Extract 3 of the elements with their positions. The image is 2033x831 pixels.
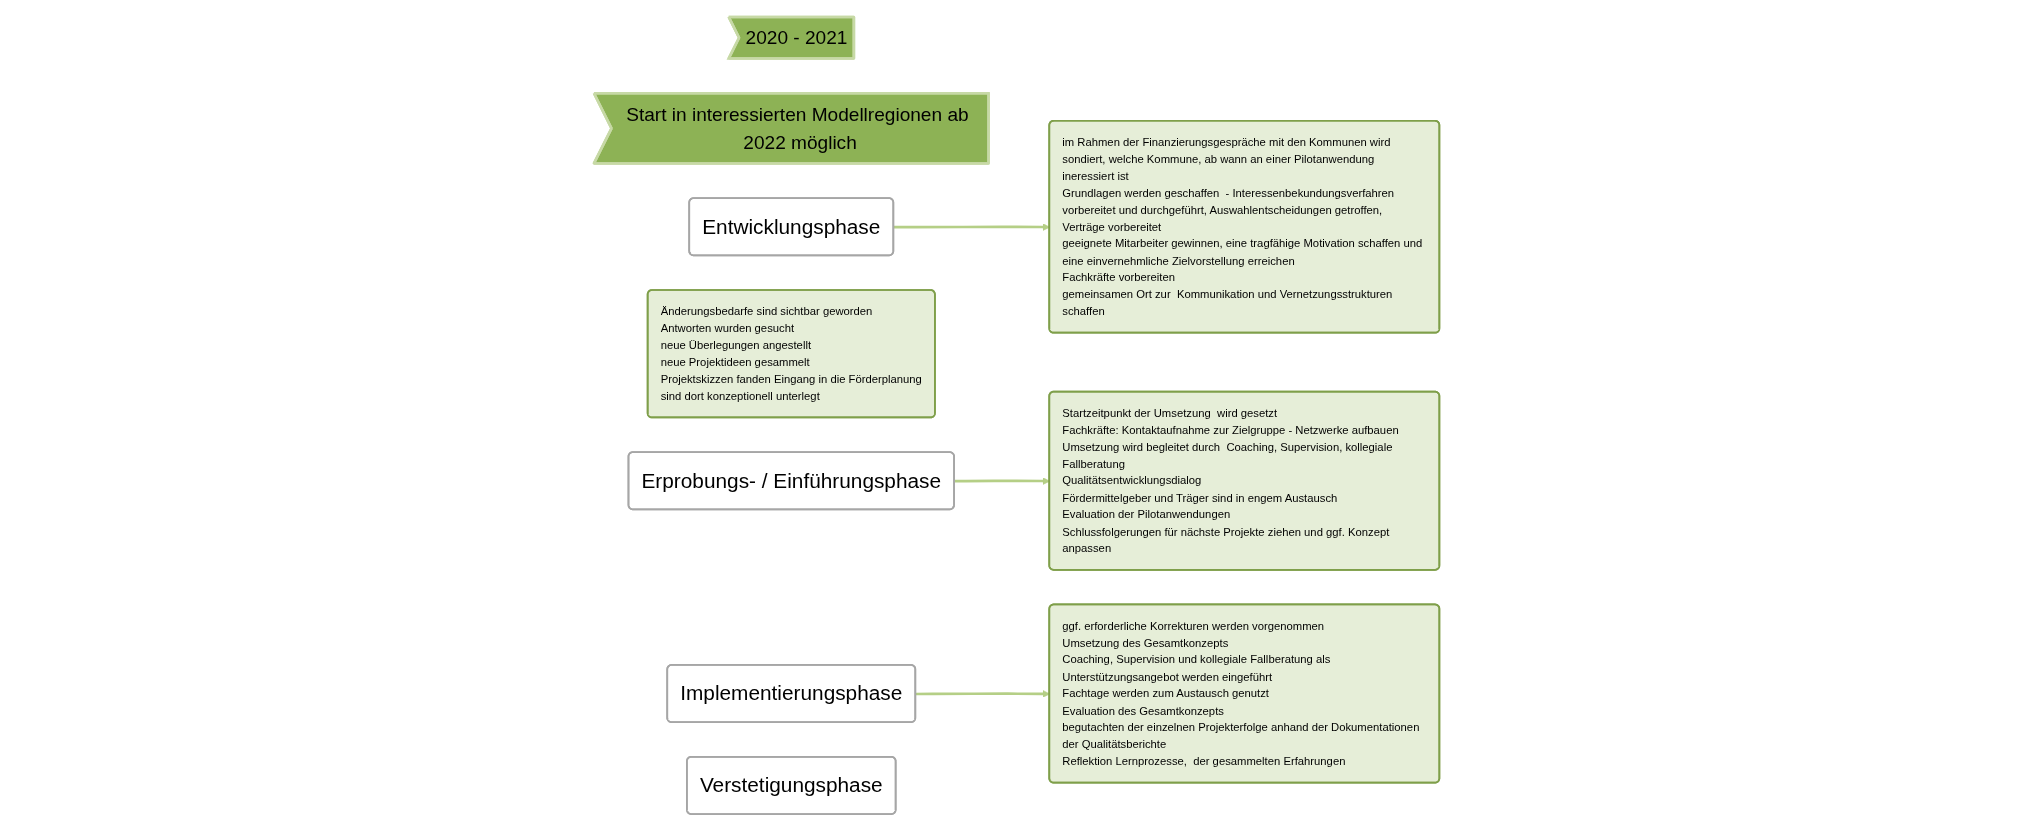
arrow <box>954 477 1050 485</box>
arrow <box>915 690 1050 698</box>
arrow <box>893 223 1050 231</box>
